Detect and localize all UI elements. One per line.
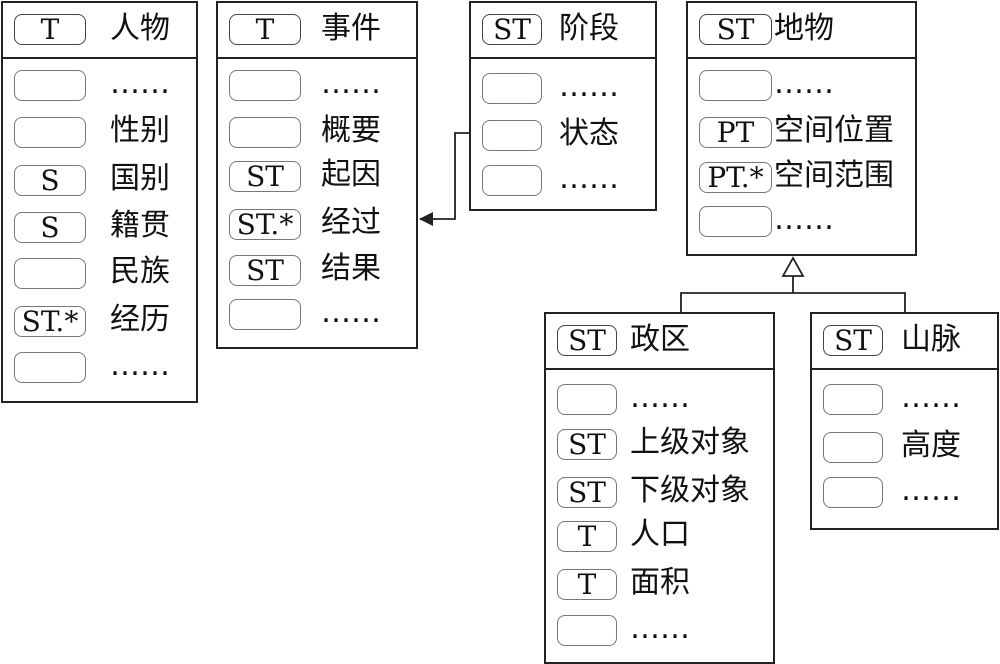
entity-header: ST 山脉 <box>812 314 997 370</box>
attribute-label: …… <box>774 202 834 237</box>
attribute-type-tag: T <box>557 521 617 552</box>
entity-header: T 事件 <box>218 3 416 59</box>
stage-event-connector <box>420 132 470 220</box>
header-type-tag: ST <box>482 14 542 45</box>
attribute-type-tag <box>699 70 772 101</box>
attribute-type-tag: PT.* <box>699 162 772 193</box>
attribute-label: 结果 <box>321 251 381 286</box>
entity-stage: ST 阶段 …… 状态 …… <box>469 1 657 211</box>
attribute-type-tag: S <box>14 212 86 243</box>
attribute-label: 概要 <box>321 113 381 148</box>
region-generalization-line <box>680 292 906 312</box>
attribute-label: 经历 <box>110 302 170 337</box>
attribute-type-tag: PT <box>699 117 772 148</box>
attribute-label: …… <box>321 66 381 101</box>
header-type-tag: T <box>14 14 86 45</box>
attribute-label: …… <box>774 66 834 101</box>
entity-event: T 事件 …… 概要 ST 起因 ST.* 经过 ST 结果 …… <box>216 1 418 349</box>
attribute-type-tag <box>229 299 301 330</box>
attribute-type-tag <box>482 73 542 104</box>
attribute-label: 人口 <box>630 517 690 552</box>
attribute-type-tag <box>229 70 301 101</box>
attribute-label: …… <box>559 161 619 196</box>
attribute-type-tag: ST <box>229 161 301 192</box>
entity-title: 阶段 <box>559 11 619 46</box>
attribute-type-tag <box>482 165 542 196</box>
attribute-label: …… <box>110 66 170 101</box>
attribute-type-tag <box>229 117 301 148</box>
attribute-label: 起因 <box>321 157 381 192</box>
arrowhead-icon <box>419 212 433 226</box>
entity-header: T 人物 <box>3 3 196 59</box>
entity-region: ST 政区 …… ST 上级对象 ST 下级对象 T 人口 T 面积 …… <box>544 312 775 664</box>
attribute-label: 下级对象 <box>630 473 750 508</box>
attribute-type-tag <box>823 384 883 415</box>
attribute-label: 经过 <box>321 205 381 240</box>
attribute-label: …… <box>630 380 690 415</box>
attribute-type-tag <box>699 206 772 237</box>
attribute-type-tag <box>14 117 86 148</box>
attribute-type-tag <box>823 432 883 463</box>
attribute-type-tag: S <box>14 165 86 196</box>
attribute-label: 民族 <box>110 254 170 289</box>
header-type-tag: ST <box>699 14 772 45</box>
attribute-label: 空间位置 <box>774 113 894 148</box>
attribute-label: 籍贯 <box>110 208 170 243</box>
attribute-type-tag: ST.* <box>14 306 86 337</box>
attribute-label: …… <box>630 611 690 646</box>
attribute-label: …… <box>901 473 961 508</box>
entity-mountain: ST 山脉 …… 高度 …… <box>810 312 999 530</box>
attribute-type-tag: ST.* <box>229 209 301 240</box>
generalization-triangle-icon <box>781 256 805 277</box>
attribute-label: 面积 <box>630 565 690 600</box>
attribute-label: 状态 <box>559 116 619 151</box>
attribute-type-tag: T <box>557 569 617 600</box>
entity-header: ST 阶段 <box>471 3 655 59</box>
attribute-label: …… <box>901 380 961 415</box>
attribute-type-tag <box>823 477 883 508</box>
attribute-label: 高度 <box>901 428 961 463</box>
entity-title: 政区 <box>630 322 690 357</box>
attribute-label: …… <box>321 295 381 330</box>
entity-title: 人物 <box>110 11 170 46</box>
attribute-label: 上级对象 <box>630 425 750 460</box>
attribute-label: 性别 <box>110 113 170 148</box>
attribute-type-tag <box>14 70 86 101</box>
attribute-label: 国别 <box>110 161 170 196</box>
entity-person: T 人物 …… 性别 S 国别 S 籍贯民族 ST.* 经历 …… <box>1 1 198 403</box>
header-type-tag: T <box>229 14 301 45</box>
attribute-type-tag <box>14 258 86 289</box>
attribute-label: …… <box>559 69 619 104</box>
header-type-tag: ST <box>823 325 883 356</box>
attribute-type-tag: ST <box>229 255 301 286</box>
attribute-label: 空间范围 <box>774 158 894 193</box>
attribute-type-tag <box>557 615 617 646</box>
attribute-type-tag: ST <box>557 477 617 508</box>
header-type-tag: ST <box>557 325 617 356</box>
attribute-type-tag <box>482 120 542 151</box>
attribute-type-tag <box>557 384 617 415</box>
attribute-label: …… <box>110 348 170 383</box>
entity-title: 山脉 <box>901 322 961 357</box>
attribute-type-tag <box>14 352 86 383</box>
entity-title: 地物 <box>774 11 834 46</box>
entity-header: ST 政区 <box>546 314 773 370</box>
attribute-type-tag: ST <box>557 429 617 460</box>
entity-title: 事件 <box>321 11 381 46</box>
